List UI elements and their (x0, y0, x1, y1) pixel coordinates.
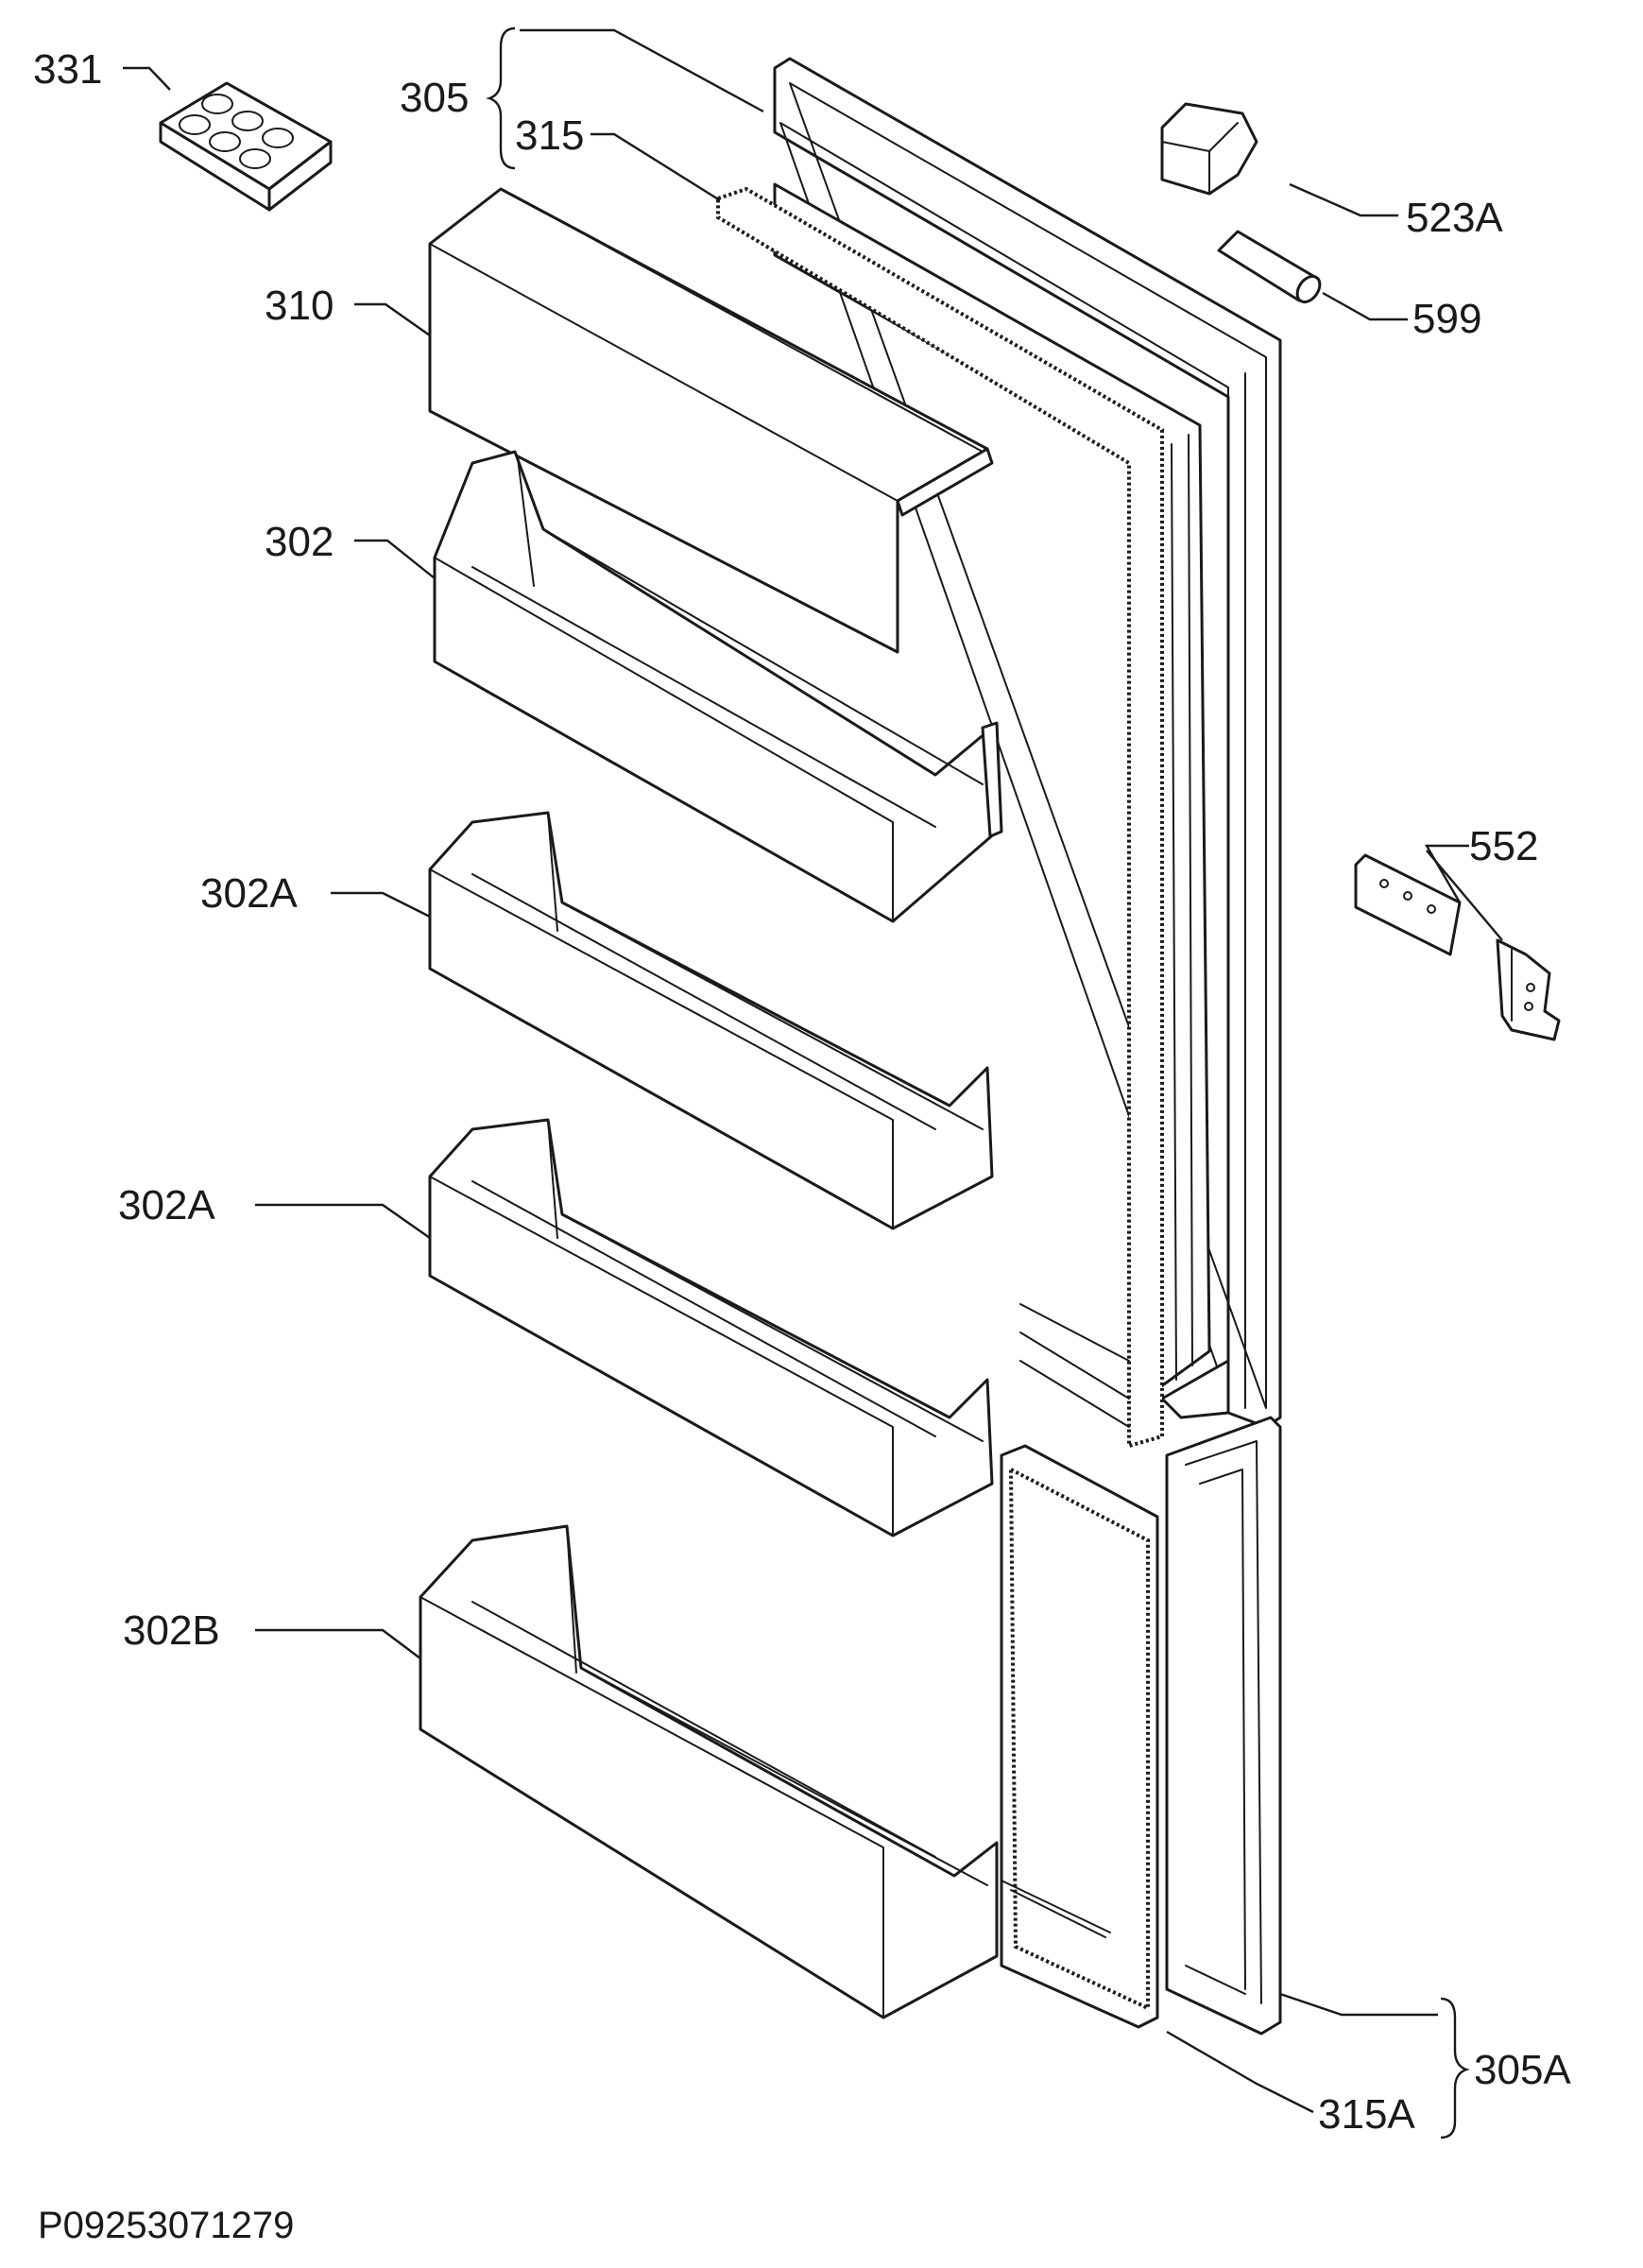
hinge-bracket-2 (1496, 938, 1561, 1041)
shelf-lid (428, 187, 994, 654)
door-shelf-302 (433, 450, 1003, 923)
label-302a-bottom: 302A (118, 1182, 215, 1228)
hinge-pin (1217, 230, 1322, 304)
label-523a: 523A (1406, 195, 1503, 241)
door-shelf-302a-1 (428, 811, 994, 1230)
door-shelf-302a-2 (428, 1118, 994, 1538)
label-305a: 305A (1474, 2047, 1571, 2093)
door-shelf-302b (419, 1524, 999, 2019)
label-331: 331 (33, 46, 102, 93)
drawing-code: P09253071279 (38, 2205, 294, 2246)
label-302a-top: 302A (200, 870, 298, 917)
upper-gasket (716, 186, 1164, 1449)
label-302: 302 (265, 519, 334, 565)
hinge-bracket-1 (1354, 853, 1462, 956)
label-302b: 302B (123, 1607, 220, 1654)
hinge-cover (1160, 102, 1258, 196)
label-315: 315 (515, 112, 584, 159)
lower-door-frame (1165, 1416, 1282, 2036)
label-552: 552 (1469, 823, 1538, 869)
brace-305a (1440, 1997, 1470, 2139)
brace-305 (486, 26, 516, 170)
label-315a: 315A (1318, 2091, 1415, 2138)
egg-tray (159, 81, 333, 212)
label-305: 305 (400, 75, 469, 121)
lower-door-liner (1000, 1444, 1159, 2029)
label-599: 599 (1412, 296, 1481, 342)
label-310: 310 (265, 283, 334, 329)
leader-lines (123, 28, 1503, 2114)
